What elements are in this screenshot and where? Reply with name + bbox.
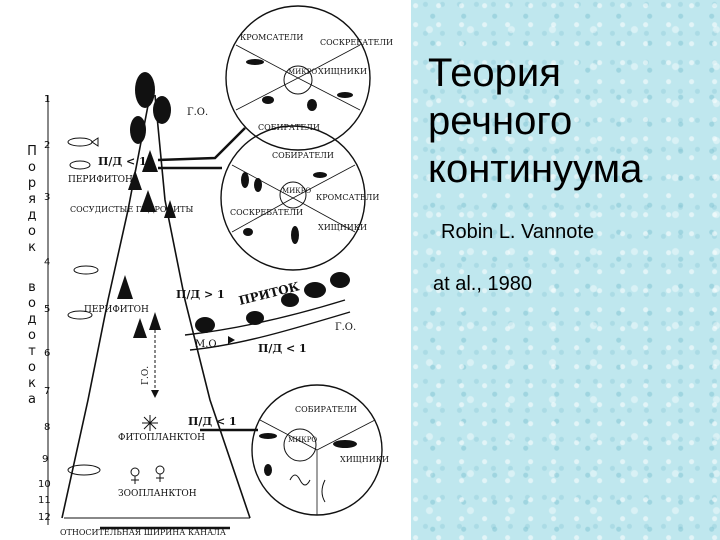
order-number: 5: [44, 304, 50, 315]
order-number: 6: [44, 348, 50, 359]
order-number: 3: [44, 192, 50, 203]
community-circle-headwaters: КРОМСАТЕЛИ СОСКРЕБАТЕЛИ МИКРО ХИЩНИКИ СО…: [225, 5, 393, 151]
side-letter: П: [27, 144, 37, 159]
side-letter: к: [28, 240, 36, 255]
side-letter: о: [28, 296, 36, 311]
side-letter: д: [27, 208, 37, 223]
side-letter: о: [28, 328, 36, 343]
fish-icons: [67, 137, 101, 476]
order-number: 11: [38, 495, 51, 506]
order-number: 9: [42, 454, 48, 465]
svg-text:СОБИРАТЕЛИ: СОБИРАТЕЛИ: [295, 405, 357, 414]
svg-text:СОБИРАТЕЛИ: СОБИРАТЕЛИ: [272, 151, 334, 160]
side-letter: в: [28, 280, 36, 295]
connector-lines: [157, 127, 258, 432]
side-letter: о: [28, 160, 36, 175]
order-number: 12: [38, 512, 51, 523]
order-number: 8: [44, 422, 50, 433]
svg-text:МИКРО: МИКРО: [288, 68, 317, 76]
side-letter: о: [28, 224, 36, 239]
community-circle-midreach: СОБИРАТЕЛИ МИКРО СОСКРЕБАТЕЛИ КРОМСАТЕЛИ…: [220, 125, 379, 271]
plankton-icons: [130, 415, 165, 484]
citation-text: at al., 1980: [433, 273, 532, 295]
svg-text:КРОМСАТЕЛИ: КРОМСАТЕЛИ: [316, 193, 379, 202]
stream-order-axis: 1 2 3 4 5 6 7 8 9 10 11 12: [38, 94, 51, 525]
cpom-label: Г.О.: [141, 366, 151, 385]
side-letter: р: [27, 176, 37, 191]
title-line-3: континуума: [428, 147, 643, 191]
cpom-label: Г.О.: [187, 107, 208, 118]
svg-text:СОСКРЕБАТЕЛИ: СОСКРЕБАТЕЛИ: [230, 208, 303, 217]
river-continuum-diagram: 1 2 3 4 5 6 7 8 9 10 11 12: [38, 5, 393, 537]
side-letter: к: [28, 376, 36, 391]
svg-text:МИКРО: МИКРО: [288, 436, 317, 444]
po-ratio-label: П/Д < 1: [98, 155, 147, 168]
periphyton-label: ПЕРИФИТОН: [68, 175, 133, 185]
svg-text:КРОМСАТЕЛИ: КРОМСАТЕЛИ: [240, 33, 303, 42]
side-letter: о: [28, 360, 36, 375]
svg-text:ХИЩНИКИ: ХИЩНИКИ: [318, 67, 367, 76]
po-ratio-label: П/Д < 1: [258, 342, 307, 355]
svg-text:СОСКРЕБАТЕЛИ: СОСКРЕБАТЕЛИ: [320, 38, 393, 47]
svg-text:ХИЩНИКИ: ХИЩНИКИ: [318, 223, 367, 232]
order-number: 7: [44, 386, 50, 397]
title-line-2: речного: [428, 99, 573, 143]
phytoplankton-label: ФИТОПЛАНКТОН: [118, 433, 205, 443]
order-number: 4: [44, 257, 50, 268]
periphyton-label: ПЕРИФИТОН: [84, 305, 149, 315]
svg-text:МИКРО: МИКРО: [282, 187, 311, 195]
author-text: Robin L. Vannote: [441, 221, 595, 243]
side-letter: я: [28, 192, 36, 207]
zooplankton-label: ЗООПЛАНКТОН: [118, 489, 197, 499]
cpom-label: Г.О.: [335, 322, 356, 333]
svg-text:СОБИРАТЕЛИ: СОБИРАТЕЛИ: [258, 123, 320, 132]
po-ratio-label: П/Д < 1: [188, 415, 237, 428]
order-number: 10: [38, 479, 51, 490]
order-number: 2: [44, 140, 50, 151]
side-letter: а: [28, 392, 36, 407]
riparian-trees: [117, 72, 350, 338]
vascular-label: СОСУДИСТЫЕ ГИДРОФИТЫ: [70, 205, 193, 214]
po-ratio-label: П/Д > 1: [176, 288, 225, 301]
fpom-label: М.О.: [195, 339, 220, 350]
channel-width-label: ОТНОСИТЕЛЬНАЯ ШИРИНА КАНАЛА: [60, 528, 226, 537]
title-line-1: Теория: [428, 51, 561, 95]
side-letter: д: [27, 312, 37, 327]
textured-background-panel: [411, 0, 720, 540]
side-letter: т: [28, 344, 36, 359]
community-circle-large-river: СОБИРАТЕЛИ МИКРО ХИЩНИКИ: [251, 384, 389, 516]
svg-text:ХИЩНИКИ: ХИЩНИКИ: [340, 455, 389, 464]
order-number: 1: [44, 94, 50, 105]
